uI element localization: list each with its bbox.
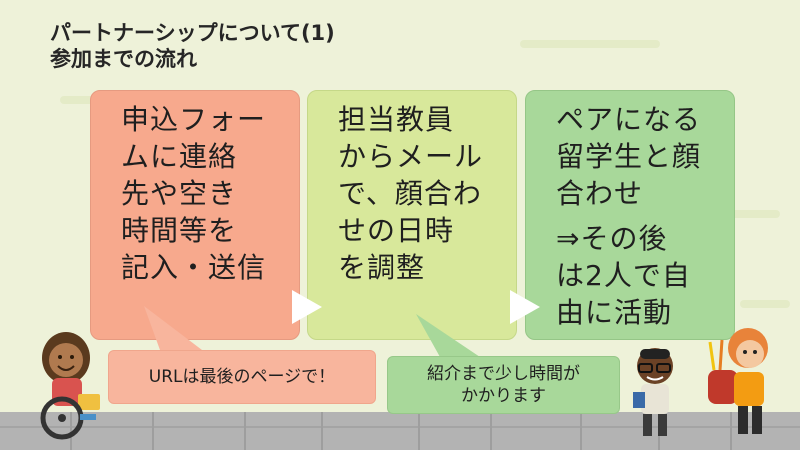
step-box-1: 申込フォー ムに連絡 先や空き 時間等を 記入・送信 [90,90,300,340]
kid-with-glasses-illustration [633,348,673,436]
background-streak [740,300,790,308]
title-line-1: パートナーシップについて(1) [50,21,335,45]
step-text: 合わせ [556,177,644,210]
flow-arrow-icon [292,290,322,324]
step-text: 先や空き [121,177,238,210]
step-text: 担当教員 [338,103,455,136]
flow-arrow-icon [510,290,540,324]
step-text: ムに連絡 [121,140,238,173]
step-text: は2人で自 [556,259,691,292]
step-text: で、顔合わ [338,177,482,210]
step-text: 留学生と顔 [556,140,702,173]
background-streak [520,40,660,48]
step-box-3: ペアになる 留学生と顔 合わせ ⇒その後 は2人で自 由に活動 [525,90,735,340]
step-text: 記入・送信 [121,251,267,284]
callout-text: 紹介まで少し時間が [427,364,580,384]
step-text: ペアになる [556,103,702,136]
callout-tail [416,314,480,357]
step-box-2: 担当教員 からメール で、顔合わ せの日時 を調整 [307,90,517,340]
step-text: からメール [338,140,484,173]
step-text: ⇒その後 [556,222,668,255]
slide-title: パートナーシップについて(1) 参加までの流れ [50,20,335,72]
step-text: を調整 [338,251,426,284]
background-streak [690,210,780,218]
callout-text: URLは最後のページで！ [148,367,336,387]
wheelchair-kid-illustration [40,332,100,440]
callout-url: URLは最後のページで！ [108,350,376,404]
title-line-2: 参加までの流れ [50,47,197,71]
kid-with-backpack-illustration [708,328,768,434]
step-text: せの日時 [338,214,455,247]
step-text: 申込フォー [121,103,267,136]
callout-tail [144,306,202,350]
step-text: 時間等を [121,214,238,247]
callout-wait: 紹介まで少し時間が かかります [387,356,620,414]
step-text: 由に活動 [556,296,673,329]
callout-text: かかります [461,386,546,406]
